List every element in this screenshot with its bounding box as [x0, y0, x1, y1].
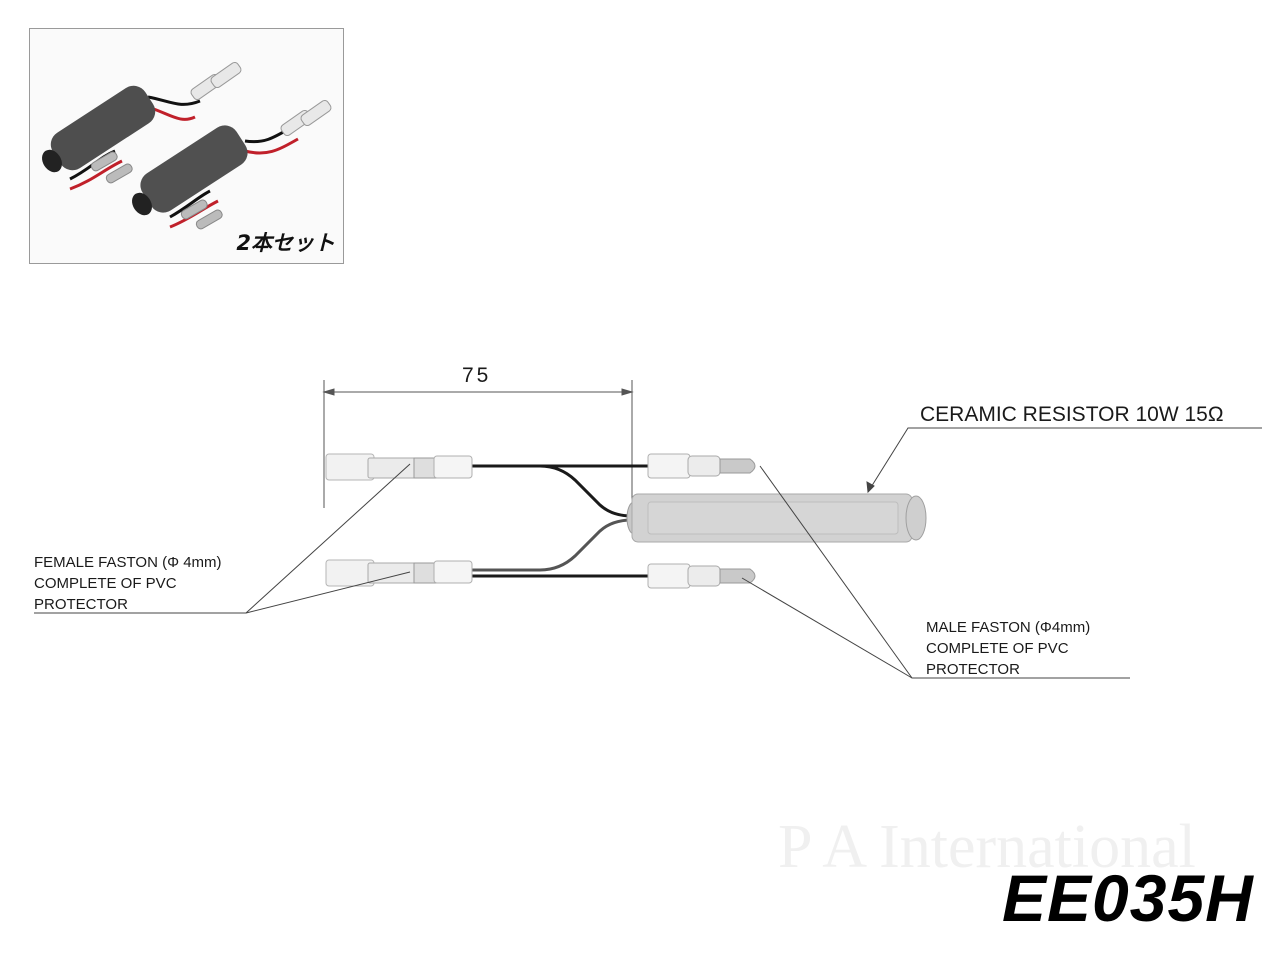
dimension-label: 75 — [462, 364, 492, 387]
male-faston-label: MALE FASTON (Φ4mm) COMPLETE OF PVC PROTE… — [926, 619, 1091, 678]
male-faston-top — [647, 453, 756, 479]
ceramic-resistor — [626, 493, 927, 543]
resistor-unit-1 — [42, 61, 242, 191]
resistor-label: CERAMIC RESISTOR 10W 15Ω — [920, 403, 1224, 426]
product-photo-illustration — [42, 61, 332, 230]
female-faston-label: FEMALE FASTON (Φ 4mm) COMPLETE OF PVC PR… — [34, 554, 222, 613]
part-code: EE035H — [1002, 861, 1254, 935]
female-faston-top — [325, 453, 473, 481]
male-faston-bottom — [647, 563, 756, 589]
wires — [470, 464, 650, 578]
watermark: P A International — [778, 813, 1196, 881]
leader-lines — [34, 427, 1262, 679]
dimension-marker — [322, 380, 634, 508]
female-faston-bottom — [325, 559, 473, 587]
product-photo: 2本セット — [29, 28, 344, 264]
resistor-unit-2 — [132, 99, 332, 230]
photo-caption: 2本セット — [236, 231, 335, 255]
